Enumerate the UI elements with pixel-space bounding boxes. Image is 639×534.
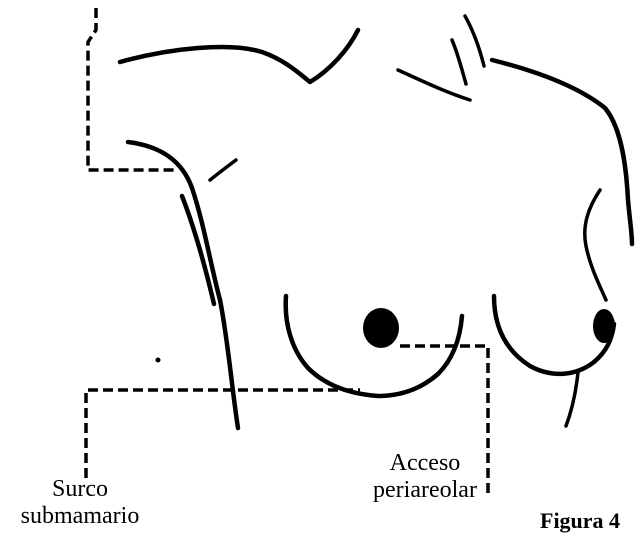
figure-caption: Figura 4 — [540, 508, 620, 534]
clavicle-line — [398, 70, 470, 100]
neck-line-2 — [465, 16, 484, 66]
upper-leader-line — [88, 8, 178, 170]
small-dot — [156, 358, 161, 363]
shoulder-outline — [120, 30, 358, 82]
periareolar-access-label: Acceso periareolar — [368, 450, 482, 504]
submammary-fold-label: Surco submamario — [8, 476, 152, 530]
submammary-leader-line — [86, 390, 360, 478]
submammary-label-line2: submamario — [8, 503, 152, 530]
periareolar-label-line1: Acceso — [368, 450, 482, 477]
arm-outline — [128, 142, 238, 428]
periareolar-label-line2: periareolar — [368, 477, 482, 504]
right-shoulder-outline — [492, 60, 632, 244]
axilla-line — [210, 160, 236, 180]
right-underline — [566, 372, 578, 426]
neck-line-1 — [452, 40, 466, 84]
right-side-contour — [585, 190, 606, 300]
left-areola — [363, 308, 399, 348]
right-areola — [593, 309, 615, 343]
submammary-label-line1: Surco — [8, 476, 152, 503]
